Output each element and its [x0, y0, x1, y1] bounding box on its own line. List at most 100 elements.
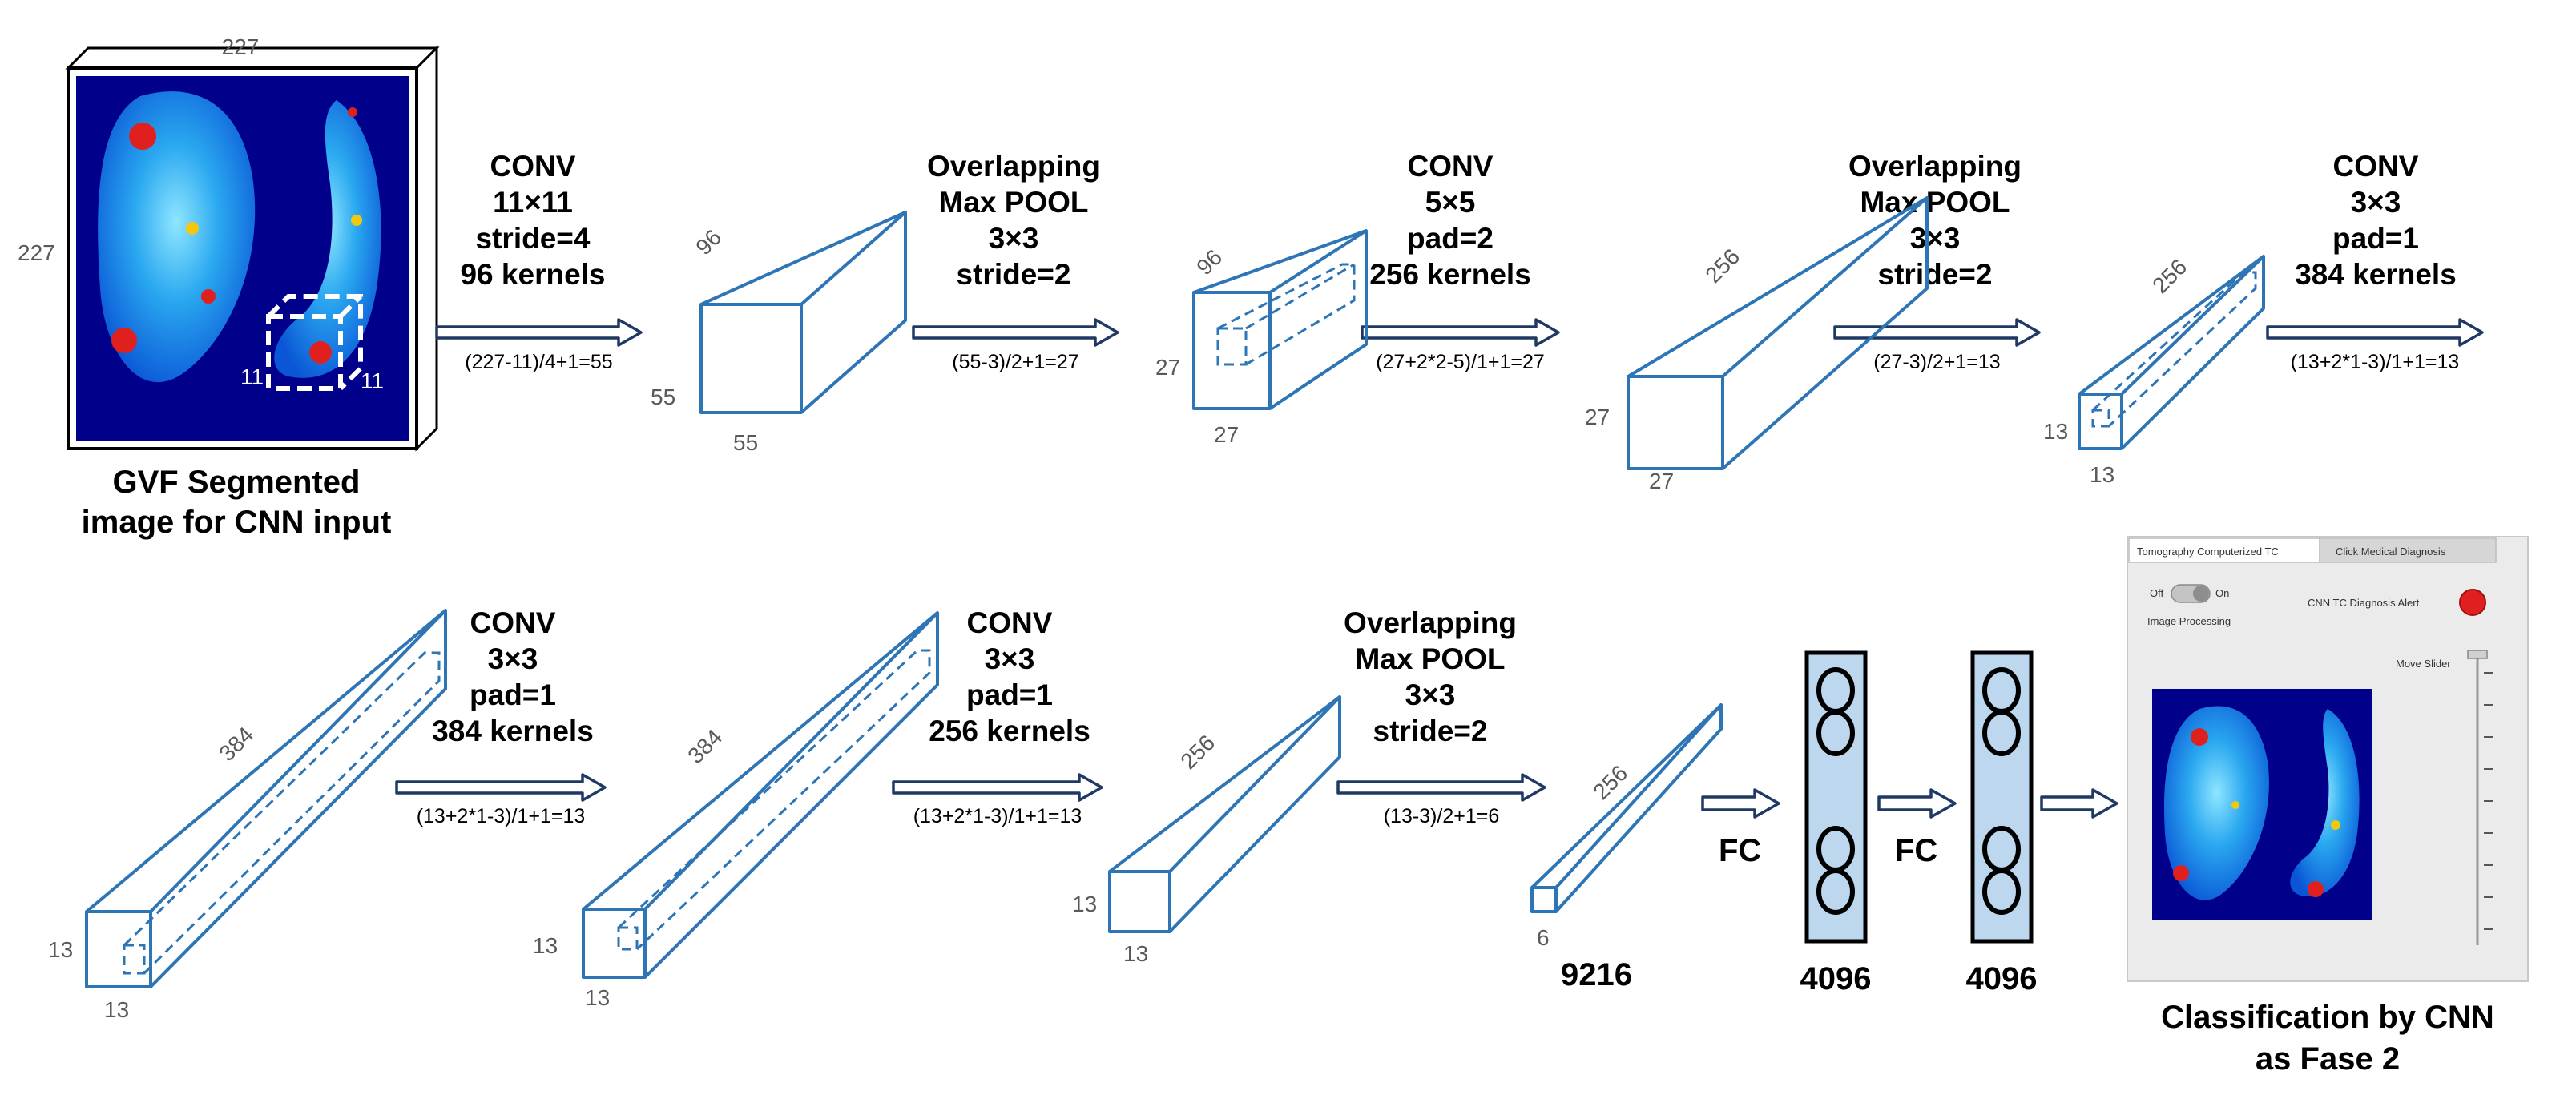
volume-8-height: 6	[1537, 925, 1550, 950]
layer-3-spec-line: 256 kernels	[1369, 258, 1531, 291]
output-caption-line1: Classification by CNN	[2161, 1000, 2494, 1035]
fully-connected-section: FC 4096 FC 4096	[1701, 650, 2118, 996]
layer-3-spec-line: 5×5	[1425, 186, 1476, 219]
volume-5-width: 13	[104, 997, 129, 1022]
layer-1-spec-line: stride=4	[476, 222, 591, 255]
layer-3-output-formula: (27+2*2-5)/1+1=27	[1376, 351, 1545, 373]
gvf-segmented-image: 11 11	[76, 76, 409, 441]
neuron-icon	[1982, 710, 2021, 756]
kernel-width-label: 11	[240, 364, 264, 389]
layer-7-output-formula: (13+2*1-3)/1+1=13	[913, 805, 1082, 827]
layer-8-arrow	[1336, 773, 1546, 802]
toggle-on-label: On	[2215, 587, 2229, 599]
feature-volume-4: 256 13 13	[2043, 254, 2265, 487]
feature-volume-5: 384 13 13	[48, 609, 447, 1022]
move-slider[interactable]	[2467, 650, 2493, 945]
toggle-off-label: Off	[2150, 587, 2163, 599]
neuron-icon	[1816, 710, 1855, 756]
layer-5-spec-line: pad=1	[2332, 222, 2419, 255]
layer-4-spec-line: Overlapping	[1848, 150, 2022, 183]
slider-handle[interactable]	[2467, 650, 2488, 659]
layer-2-output-formula: (55-3)/2+1=27	[952, 351, 1078, 373]
layer-5-arrow	[2266, 318, 2484, 347]
input-caption-line2: image for CNN input	[82, 505, 392, 540]
volume-2-depth: 96	[1191, 244, 1227, 280]
fc-1-units: 4096	[1800, 961, 1872, 996]
fc-layer-2: 4096	[1966, 650, 2037, 996]
layer-1-spec-line: 11×11	[493, 186, 573, 219]
volume-7-width: 13	[1123, 941, 1148, 966]
layer-8-spec-line: Max POOL	[1355, 642, 1505, 675]
layer-8-spec-line: Overlapping	[1344, 606, 1517, 639]
arrow-to-fc1	[1701, 788, 1780, 819]
input-caption-line1: GVF Segmented	[113, 465, 361, 500]
feature-volume-6: 384 13 13	[533, 611, 939, 1010]
arrow-to-fc2	[1877, 788, 1957, 819]
layer-6-spec-line: 384 kernels	[432, 715, 594, 747]
input-height-label: 227	[18, 240, 55, 265]
volume-3-depth: 256	[1700, 244, 1744, 288]
volume-1-width: 55	[733, 430, 758, 455]
layer-1-output-formula: (227-11)/4+1=55	[465, 351, 612, 373]
diagnosis-app-window: Tomography Computerized TC Click Medical…	[2127, 536, 2529, 982]
volume-4-depth: 256	[2147, 254, 2191, 298]
layer-8-spec-line: stride=2	[1373, 715, 1488, 747]
layer-7-spec-line: 256 kernels	[929, 715, 1090, 747]
layer-4-arrow	[1833, 318, 2041, 347]
feature-volume-1: 96 55 55	[651, 211, 907, 455]
layer-7-spec-line: 3×3	[985, 642, 1035, 675]
layer-1-spec-line: 96 kernels	[460, 258, 605, 291]
flatten-size-label: 9216	[1561, 957, 1632, 992]
volume-2-width: 27	[1214, 422, 1239, 447]
volume-1-depth: 96	[691, 224, 726, 260]
layer-6-spec-line: 3×3	[488, 642, 538, 675]
alert-lamp-icon	[2459, 589, 2486, 616]
layer-1-arrow	[435, 318, 643, 347]
layer-4-spec-line: stride=2	[1878, 258, 1993, 291]
tab-medical-diagnosis-label: Click Medical Diagnosis	[2336, 545, 2446, 558]
layer-2-spec-line: Max POOL	[938, 186, 1088, 219]
fc-layer-1: 4096	[1800, 650, 1872, 996]
layer-2-spec-line: 3×3	[989, 222, 1039, 255]
layer-5-output-formula: (13+2*1-3)/1+1=13	[2291, 351, 2460, 373]
layer-5-spec-line: CONV	[2333, 150, 2419, 183]
layer-3-spec-line: pad=2	[1407, 222, 1494, 255]
layer-6-spec-line: pad=1	[470, 678, 556, 711]
volume-1-height: 55	[651, 384, 675, 409]
fc-label-2: FC	[1895, 833, 1937, 868]
volume-4-height: 13	[2043, 419, 2068, 444]
layer-6-output-formula: (13+2*1-3)/1+1=13	[417, 805, 586, 827]
feature-volume-2: 96 27 27	[1155, 229, 1368, 447]
layer-5-spec-line: 384 kernels	[2295, 258, 2457, 291]
layer-4-spec-line: 3×3	[1910, 222, 1961, 255]
image-processing-toggle[interactable]	[2171, 584, 2211, 603]
layer-7-spec-line: CONV	[967, 606, 1053, 639]
volume-2-height: 27	[1155, 355, 1180, 380]
feature-volume-3: 256 27 27	[1585, 196, 1929, 493]
arrow-to-output	[2040, 788, 2118, 819]
volume-7-height: 13	[1072, 892, 1097, 916]
layer-1-spec-line: CONV	[490, 150, 576, 183]
volume-7-depth: 256	[1175, 730, 1219, 774]
volume-3-height: 27	[1585, 405, 1610, 429]
volume-6-height: 13	[533, 933, 558, 958]
fc-label-1: FC	[1719, 833, 1761, 868]
tab-tomography-label: Tomography Computerized TC	[2137, 545, 2279, 558]
layer-7-spec-line: pad=1	[966, 678, 1053, 711]
layer-8-output-formula: (13-3)/2+1=6	[1384, 805, 1500, 827]
layer-5-spec-line: 3×3	[2351, 186, 2401, 219]
neuron-icon	[1982, 868, 2021, 915]
classification-result-image	[2152, 689, 2372, 920]
tab-medical-diagnosis[interactable]	[2319, 537, 2497, 563]
layer-6-spec-line: CONV	[470, 606, 556, 639]
layer-2-arrow	[912, 318, 1119, 347]
volume-5-height: 13	[48, 937, 73, 962]
layer-8-spec-line: 3×3	[1405, 678, 1456, 711]
layer-7-arrow	[892, 773, 1103, 802]
